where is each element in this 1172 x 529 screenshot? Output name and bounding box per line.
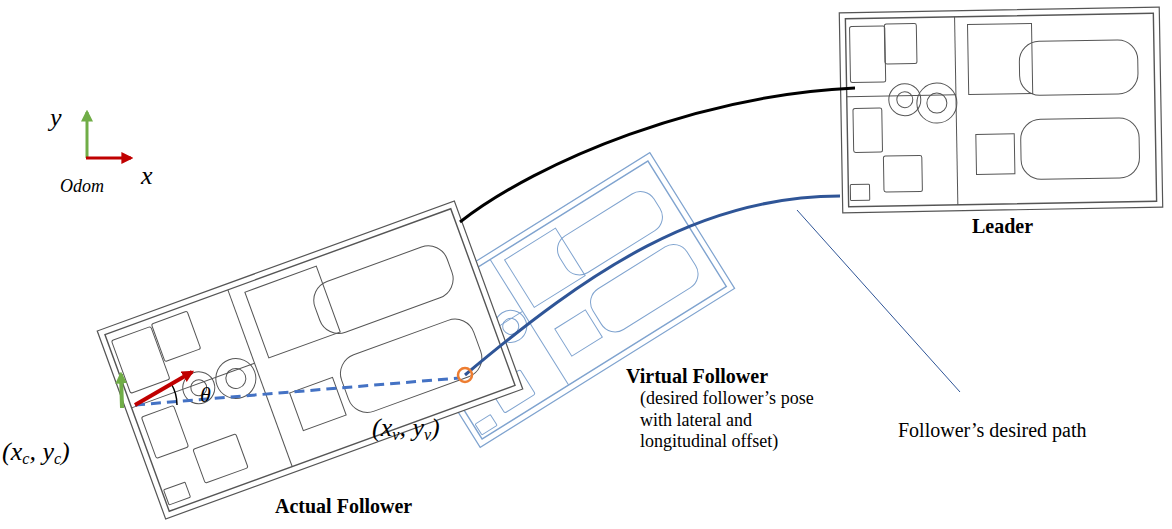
robot-part <box>245 266 340 358</box>
robot-name: Virtual Follower <box>626 364 768 388</box>
robot-wheel <box>897 92 913 108</box>
robot-part <box>290 377 347 430</box>
robot-line <box>847 95 956 97</box>
subscript: c <box>54 450 61 467</box>
leader-robot <box>839 7 1162 213</box>
robot-part <box>585 238 705 338</box>
robot-frame <box>105 209 515 512</box>
robot-note: (desired follower’s pose with lateral an… <box>640 388 815 453</box>
offset-dashed-line <box>135 378 459 405</box>
virtual-point <box>458 368 472 382</box>
angle-label: θ <box>200 382 211 408</box>
axis-label: y <box>50 102 62 133</box>
follower-heading-axis <box>135 372 192 405</box>
follower-y-axis <box>121 374 122 408</box>
robot-body <box>839 7 1162 213</box>
robot-wheel <box>917 83 958 124</box>
robot-part <box>884 23 917 64</box>
robot-part <box>883 155 922 192</box>
robot-part <box>475 415 497 435</box>
robot-part <box>976 134 1015 175</box>
robot-name: Leader <box>972 214 1033 238</box>
axis-label: x <box>141 160 153 191</box>
robot-part <box>151 311 200 362</box>
robot-line <box>955 17 958 205</box>
robot-part <box>850 26 886 83</box>
odom-x-axis <box>86 157 131 160</box>
robot-wheel <box>927 93 947 113</box>
subscript: c <box>22 450 29 467</box>
coordinate-label: (xv, yv) <box>372 412 440 443</box>
robot-part <box>505 228 586 307</box>
leader-path <box>460 88 855 222</box>
robot-part <box>141 405 188 458</box>
robot-part <box>335 314 488 418</box>
robot-part <box>850 184 869 200</box>
frame-name: Odom <box>60 176 104 198</box>
robot-line <box>228 290 292 467</box>
odom-y-axis <box>86 112 89 158</box>
robot-part <box>853 108 883 152</box>
path-label: Follower’s desired path <box>898 418 1087 442</box>
actual-follower-robot <box>97 201 522 519</box>
leader-line <box>797 210 960 392</box>
robot-line <box>132 363 255 408</box>
subscript: v <box>424 426 431 443</box>
robot-name: Actual Follower <box>275 494 412 518</box>
robot-frame <box>845 13 1156 206</box>
robot-part <box>555 310 602 356</box>
coordinate-label: (xc, yc) <box>2 436 70 467</box>
robot-part <box>1020 118 1139 180</box>
robot-wheel <box>889 83 922 116</box>
robot-part <box>1019 40 1138 96</box>
desired-path <box>465 196 840 375</box>
angle-arc <box>171 384 177 405</box>
robot-part <box>164 482 191 505</box>
robot-body <box>97 201 522 519</box>
robot-part <box>968 23 1033 94</box>
subscript: v <box>392 426 399 443</box>
robot-part <box>193 434 248 483</box>
